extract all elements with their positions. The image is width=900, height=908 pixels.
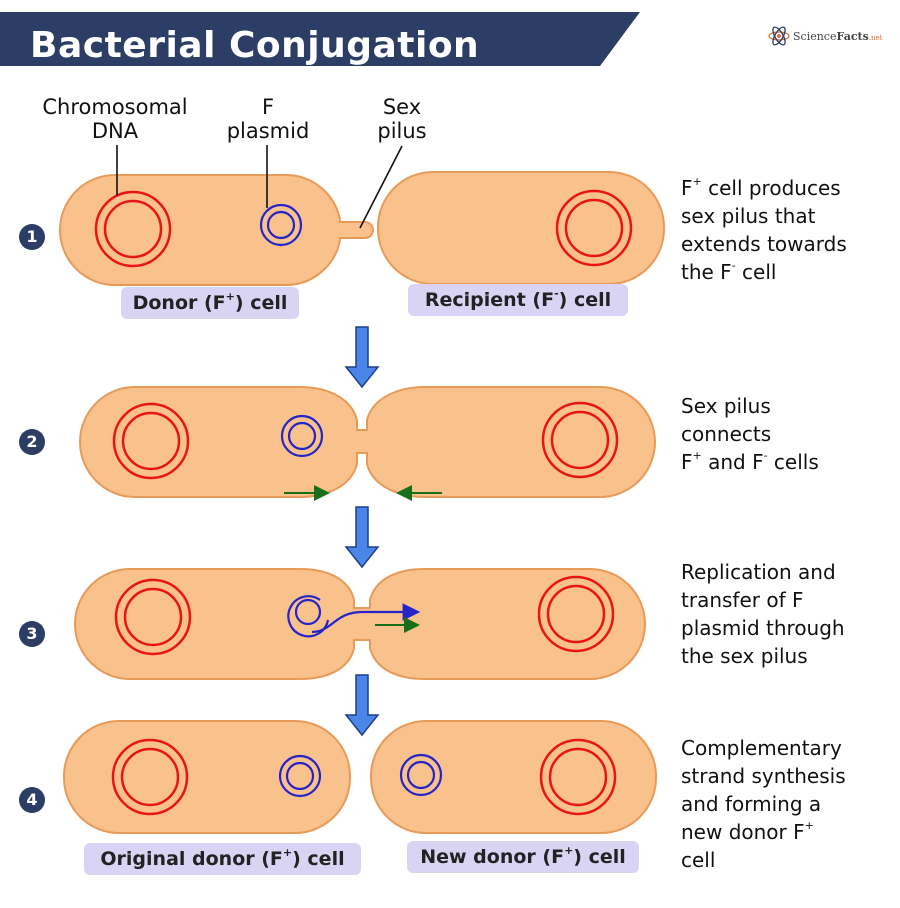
logo-text: ScienceFacts.net (793, 29, 883, 43)
step-4-plasmid-original (278, 754, 322, 798)
step-4-description: Complementary strand synthesis and formi… (681, 734, 846, 874)
f-plasmid-label-line-1: F (261, 95, 275, 119)
step-2-line-1: Sex pilus (681, 394, 771, 418)
recipient-cell-label: Recipient (F-) cell (408, 284, 628, 316)
chromosomal-dna-label-line-2: DNA (91, 119, 139, 143)
down-arrow-1 (344, 326, 380, 389)
sex-pilus-label-line-2: pilus (377, 119, 427, 143)
step-1-description: F+ cell produces sex pilus that extends … (681, 174, 847, 286)
step-number-4: 4 (19, 787, 45, 813)
atom-icon (768, 26, 790, 46)
step-number-1: 1 (19, 224, 45, 250)
step-2-description: Sex pilus connects F+ and F- cells (681, 392, 819, 476)
sex-pilus-label: Sex pilus (366, 95, 438, 143)
title-banner: Bacterial Conjugation (0, 12, 640, 66)
step-3-line-2: transfer of F (681, 588, 804, 612)
step-4-line-5: cell (681, 848, 716, 872)
step-2-plasmid (280, 414, 324, 458)
donor-cell-label: Donor (F+) cell (121, 287, 299, 319)
step-3-line-1: Replication and (681, 560, 836, 584)
original-donor-cell-label: Original donor (F+) cell (84, 843, 361, 875)
chromosomal-dna-label: Chromosomal DNA (32, 95, 198, 143)
step-3-line-4: the sex pilus (681, 644, 808, 668)
step-4-line-2: strand synthesis (681, 764, 846, 788)
step-4-original-donor-cell (63, 720, 351, 834)
title-banner-shape (0, 12, 640, 66)
step-2-line-2: connects (681, 422, 772, 446)
step-4-line-1: Complementary (681, 736, 842, 760)
step-1-plasmid (259, 203, 303, 247)
step-4-line-4: new donor F+ (681, 819, 814, 844)
pilus-pointer-line (359, 145, 403, 229)
step-1-line-3: extends towards (681, 232, 847, 256)
down-arrow-3 (344, 674, 380, 737)
step-number-2: 2 (19, 429, 45, 455)
sex-pilus-label-line-1: Sex (382, 95, 422, 119)
step-3-connected-cells (74, 568, 646, 680)
step-4-new-donor-chromosome (539, 738, 617, 816)
chromosomal-dna-label-line-1: Chromosomal (42, 95, 188, 119)
step-3-plasmid-replicating (287, 595, 421, 638)
step-1-donor-cell (59, 173, 374, 287)
page-title: Bacterial Conjugation (30, 25, 480, 66)
step-1-chromosome (94, 190, 172, 268)
step-4-plasmid-new (399, 753, 443, 797)
step-2-line-3: F+ and F- cells (681, 449, 819, 474)
step-1-line-4: the F- cell (681, 259, 777, 284)
step-4-chromosome (111, 738, 189, 816)
step-3-recipient-chromosome (537, 575, 615, 653)
step-3-line-3: plasmid through (681, 616, 845, 640)
step-1-recipient-chromosome (555, 189, 633, 267)
down-arrow-2 (344, 506, 380, 569)
step-number-3: 3 (19, 621, 45, 647)
sciencefacts-logo: ScienceFacts.net (768, 26, 883, 46)
step-2-recipient-chromosome (541, 401, 619, 479)
step-3-chromosome (114, 578, 192, 656)
step-4-line-3: and forming a (681, 792, 822, 816)
step-1-line-1: F+ cell produces (681, 175, 841, 200)
step-2-connected-cells (79, 386, 656, 498)
f-plasmid-label: F plasmid (218, 95, 318, 143)
step-4-new-donor-cell (370, 720, 657, 834)
step-2-chromosome (112, 402, 190, 480)
step-3-description: Replication and transfer of F plasmid th… (681, 558, 845, 670)
new-donor-cell-label: New donor (F+) cell (407, 841, 639, 873)
f-plasmid-label-line-2: plasmid (226, 119, 310, 143)
step-1-line-2: sex pilus that (681, 204, 816, 228)
